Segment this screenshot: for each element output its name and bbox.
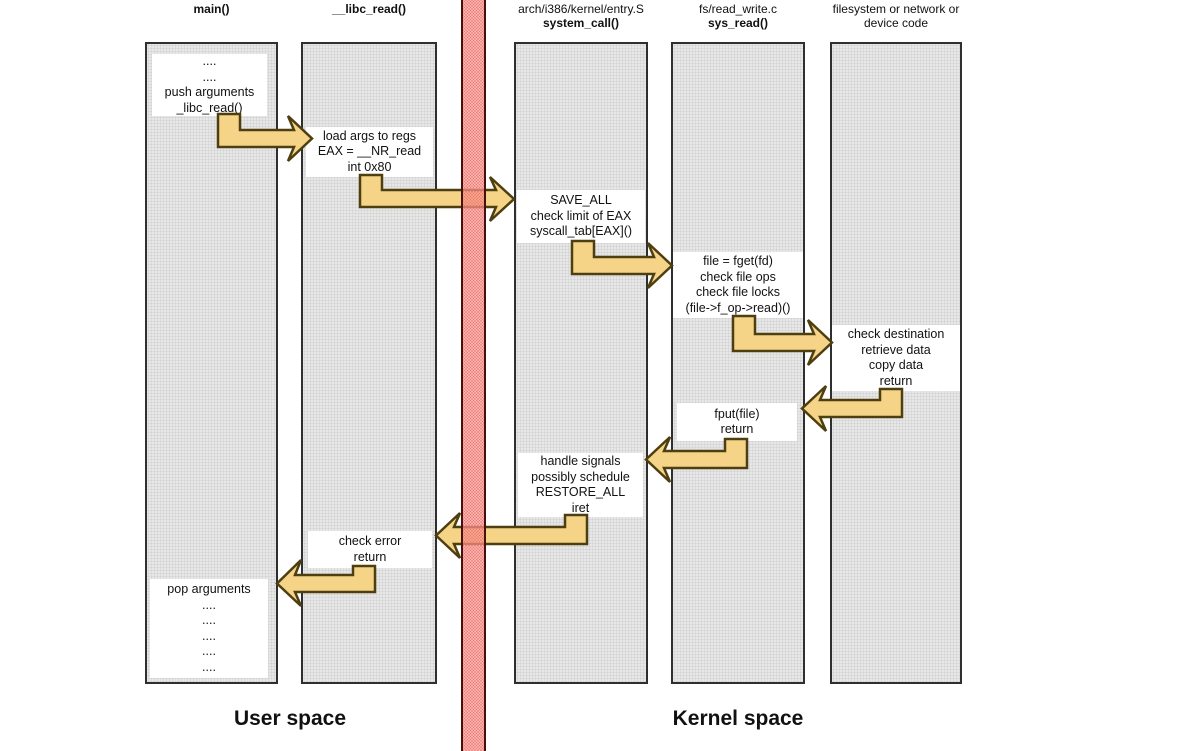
step-main-entry: .... .... push arguments _libc_read() xyxy=(152,54,267,116)
lane-header-libc-title: __libc_read() xyxy=(331,2,407,16)
step-sys-read-body: file = fget(fd) check file ops check fil… xyxy=(673,252,803,318)
lane-header-sys-read: fs/read_write.c sys_read() xyxy=(671,2,805,34)
user-space-label: User space xyxy=(233,707,347,730)
lane-header-system-call-title: system_call() xyxy=(542,16,620,30)
step-libc-return: check error return xyxy=(308,531,432,568)
lane-header-sys-read-title: sys_read() xyxy=(707,16,769,30)
step-syscall-return: handle signals possibly schedule RESTORE… xyxy=(518,453,643,517)
lane-sys-read xyxy=(671,42,805,684)
lane-header-system-call-file: arch/i386/kernel/entry.S xyxy=(518,2,644,16)
lane-header-filesystem-line2: device code xyxy=(863,16,929,30)
lane-header-main-title: main() xyxy=(193,2,230,16)
step-main-return: pop arguments .... .... .... .... .... xyxy=(150,579,268,678)
lane-header-main: main() xyxy=(145,2,278,34)
lane-header-sys-read-file: fs/read_write.c xyxy=(698,2,778,16)
lane-header-filesystem-line1: filesystem or network or xyxy=(832,2,960,16)
lane-header-libc-read: __libc_read() xyxy=(301,2,437,34)
step-syscall-entry: SAVE_ALL check limit of EAX syscall_tab[… xyxy=(517,190,645,243)
lane-header-filesystem: filesystem or network or device code xyxy=(815,2,977,34)
user-kernel-boundary-bar xyxy=(461,0,486,751)
lane-system-call xyxy=(514,42,648,684)
step-libc-load: load args to regs EAX = __NR_read int 0x… xyxy=(306,127,433,177)
step-fs-body: check destination retrieve data copy dat… xyxy=(832,325,960,391)
step-sys-read-return: fput(file) return xyxy=(677,403,797,441)
kernel-space-label: Kernel space xyxy=(672,707,804,730)
lane-header-system-call: arch/i386/kernel/entry.S system_call() xyxy=(500,2,662,34)
